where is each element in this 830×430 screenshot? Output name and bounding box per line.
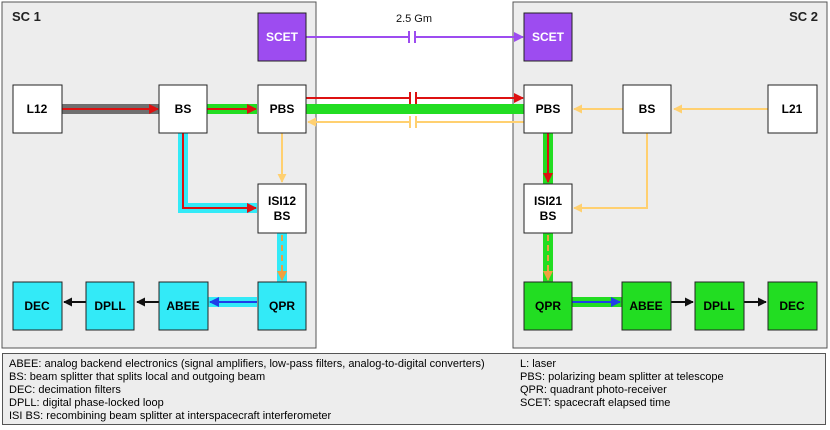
legend-entry-bs: BS: beam splitter that splits local and … xyxy=(9,371,266,383)
bs1-block xyxy=(158,84,208,134)
scet1-block xyxy=(257,12,307,62)
legend-entry-isi-bs: ISI BS: recombining beam splitter at int… xyxy=(9,410,332,422)
bs1-label: BS xyxy=(175,102,192,116)
abee2-block xyxy=(621,281,672,331)
distance-label: 2.5 Gm xyxy=(396,13,432,25)
bs-to-isi12-arrow xyxy=(182,131,257,213)
dpll1-block xyxy=(85,281,135,331)
bs2-to-isi21-arrow xyxy=(573,133,648,213)
legend-entry-scet: SCET: spacecraft elapsed time xyxy=(520,397,671,409)
legend-right-column: L: laser PBS: polarizing beam splitter a… xyxy=(520,358,724,410)
qpr1-block xyxy=(257,281,307,331)
legend-entry-abee: ABEE: analog backend electronics (signal… xyxy=(9,358,485,370)
l21-block xyxy=(767,84,818,134)
legend-panel: ABEE: analog backend electronics (signal… xyxy=(2,353,826,425)
pbs1-block xyxy=(257,84,307,134)
abee2-label: ABEE xyxy=(629,299,662,313)
legend-entry-dec: DEC: decimation filters xyxy=(9,384,121,396)
scet2-block xyxy=(523,12,573,62)
isi12-block xyxy=(257,183,307,234)
isi21-block xyxy=(523,183,573,234)
qpr1-label: QPR xyxy=(269,299,295,313)
dpll2-label: DPLL xyxy=(703,299,734,313)
dec2-block xyxy=(767,281,818,331)
l12-block xyxy=(12,84,63,134)
bs2-block xyxy=(622,84,672,134)
isi21-label-line1: ISI21 xyxy=(534,194,562,208)
legend-entry-dpll: DPLL: digital phase-locked loop xyxy=(9,397,164,409)
sc2-label: SC 2 xyxy=(789,9,818,24)
pbs1-label: PBS xyxy=(270,102,295,116)
yellow-link-gap xyxy=(410,116,416,128)
isi12-label-line2: BS xyxy=(274,209,291,223)
pbs2-block xyxy=(523,84,573,134)
scet-link-gap xyxy=(409,31,415,43)
scet2-label: SCET xyxy=(532,30,565,44)
legend-entry-pbs: PBS: polarizing beam splitter at telesco… xyxy=(520,371,724,383)
isi21-label-line2: BS xyxy=(540,209,557,223)
l12-label: L12 xyxy=(27,102,48,116)
pbs2-label: PBS xyxy=(536,102,561,116)
dec1-label: DEC xyxy=(24,299,50,313)
qpr2-label: QPR xyxy=(535,299,561,313)
isi12-label-line1: ISI12 xyxy=(268,194,296,208)
dec1-block xyxy=(12,281,63,331)
l21-label: L21 xyxy=(782,102,803,116)
legend-entry-qpr: QPR: quadrant photo-receiver xyxy=(520,384,667,396)
abee1-block xyxy=(158,281,209,331)
legend-left-column: ABEE: analog backend electronics (signal… xyxy=(9,358,485,423)
bs2-label: BS xyxy=(639,102,656,116)
sc1-label: SC 1 xyxy=(12,9,41,24)
dpll2-block xyxy=(694,281,745,331)
legend-entry-laser: L: laser xyxy=(520,358,557,370)
dec2-label: DEC xyxy=(779,299,805,313)
red-link-gap xyxy=(410,92,416,104)
block-diagram: SC 1 SC 2 2.5 Gm SCET L12 BS PBS xyxy=(1,1,828,349)
abee1-label: ABEE xyxy=(166,299,199,313)
scet1-label: SCET xyxy=(266,30,299,44)
dpll1-label: DPLL xyxy=(94,299,125,313)
qpr2-block xyxy=(523,281,573,331)
